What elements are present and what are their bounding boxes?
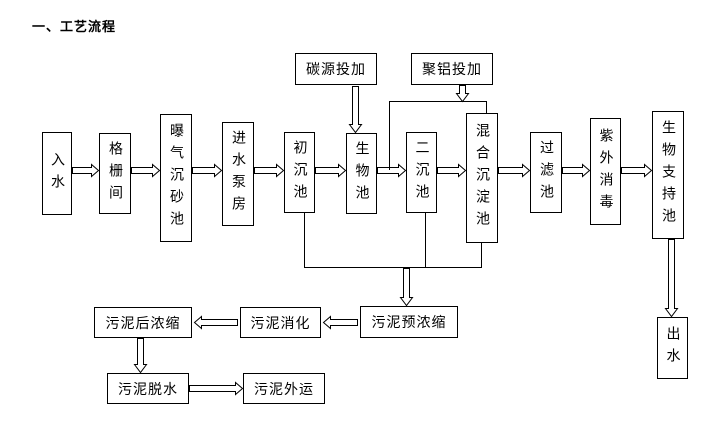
primary-clarifier-box: 初沉池 — [284, 132, 315, 213]
arrow-uv-to-biosupport — [621, 163, 653, 178]
sludge-post-thickening-label: 污泥后浓缩 — [105, 315, 181, 332]
filter-box: 过滤池 — [530, 132, 562, 213]
arrow-pump-to-primary — [254, 163, 285, 178]
arrow-primary-to-bio — [315, 163, 347, 178]
arrow-prethickening-to-digestion — [322, 315, 358, 330]
pump-house-box: 进水泵房 — [222, 122, 254, 226]
sludge-digestion-box: 污泥消化 — [240, 307, 321, 338]
secondary-clarifier-box: 二沉池 — [406, 132, 437, 213]
uv-disinfection-label: 紫外消毒 — [597, 127, 614, 216]
arrow-filter-to-uv — [562, 163, 591, 178]
sludge-pre-thickening-label: 污泥预浓缩 — [371, 315, 447, 331]
mixing-sedimentation-box: 混合沉淀池 — [466, 113, 498, 243]
section-title: 一、工艺流程 — [32, 20, 117, 35]
arrow-screen-to-grit — [131, 163, 161, 178]
sludge-dewatering-box: 污泥脱水 — [107, 373, 189, 404]
screen-label: 格栅间 — [107, 140, 123, 207]
sludge-digestion-label: 污泥消化 — [250, 315, 311, 332]
bio-tank-label: 生物池 — [353, 140, 370, 207]
pump-house-label: 进水泵房 — [230, 130, 246, 218]
filter-label: 过滤池 — [538, 139, 554, 206]
arrow-pac-to-mixing — [455, 85, 470, 103]
sludge-disposal-box: 污泥外运 — [243, 373, 325, 404]
arrow-secondary-to-mixing — [437, 163, 467, 178]
mixing-sedimentation-label: 混合沉淀池 — [474, 123, 490, 233]
bio-support-label: 生物支持池 — [660, 120, 676, 230]
screen-box: 格栅间 — [99, 133, 131, 214]
sludge-pre-thickening-box: 污泥预浓缩 — [360, 306, 458, 338]
arrow-dewatering-to-disposal — [189, 381, 244, 396]
uv-disinfection-box: 紫外消毒 — [590, 118, 621, 225]
inlet-label: 入水 — [49, 151, 65, 196]
bio-tank-box: 生物池 — [346, 133, 377, 214]
carbon-dosing-box: 碳源投加 — [295, 53, 377, 85]
outlet-label: 出水 — [664, 326, 681, 370]
arrow-mixing-to-filter — [498, 163, 531, 178]
bio-support-box: 生物支持池 — [652, 111, 684, 239]
aerated-grit-label: 曝气沉砂池 — [168, 123, 184, 233]
sludge-dewatering-label: 污泥脱水 — [118, 381, 178, 398]
carbon-dosing-label: 碳源投加 — [306, 62, 366, 78]
inlet-box: 入水 — [42, 132, 72, 215]
arrow-inlet-to-screen — [72, 163, 100, 178]
sludge-post-thickening-box: 污泥后浓缩 — [94, 307, 192, 338]
primary-clarifier-label: 初沉池 — [291, 139, 308, 206]
arrow-bio-to-secondary — [377, 163, 407, 178]
arrow-postthickening-to-dewatering — [133, 338, 148, 374]
sludge-disposal-label: 污泥外运 — [254, 381, 314, 398]
arrow-carbon-to-bio — [348, 86, 363, 134]
arrow-digestion-to-postthickening — [193, 315, 238, 330]
pac-dosing-box: 聚铝投加 — [411, 53, 493, 85]
aerated-grit-box: 曝气沉砂池 — [160, 114, 192, 242]
arrow-biosupport-to-outlet — [664, 239, 679, 318]
arrow-grit-to-pump — [192, 163, 223, 178]
outlet-box: 出水 — [657, 317, 688, 379]
secondary-clarifier-label: 二沉池 — [413, 139, 430, 206]
pac-dosing-label: 聚铝投加 — [422, 62, 482, 78]
bypass-line — [389, 101, 487, 170]
arrow-collector-to-prethickening — [399, 268, 414, 307]
